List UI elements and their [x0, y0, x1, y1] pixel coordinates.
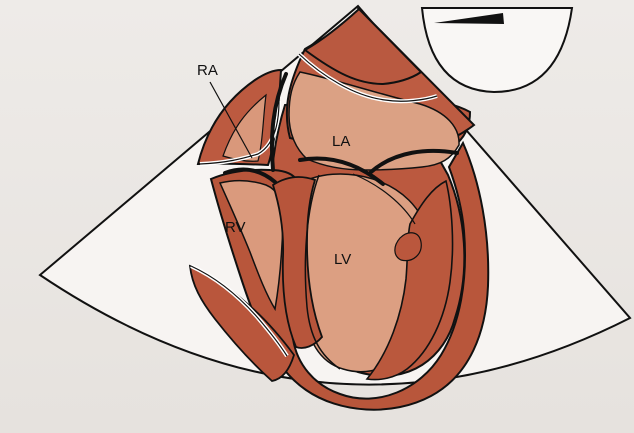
label-ra: RA — [197, 62, 218, 79]
label-rv: RV — [225, 219, 246, 236]
label-la: LA — [332, 133, 350, 150]
label-lv: LV — [334, 251, 351, 268]
probe-indicator-icon — [422, 8, 572, 92]
